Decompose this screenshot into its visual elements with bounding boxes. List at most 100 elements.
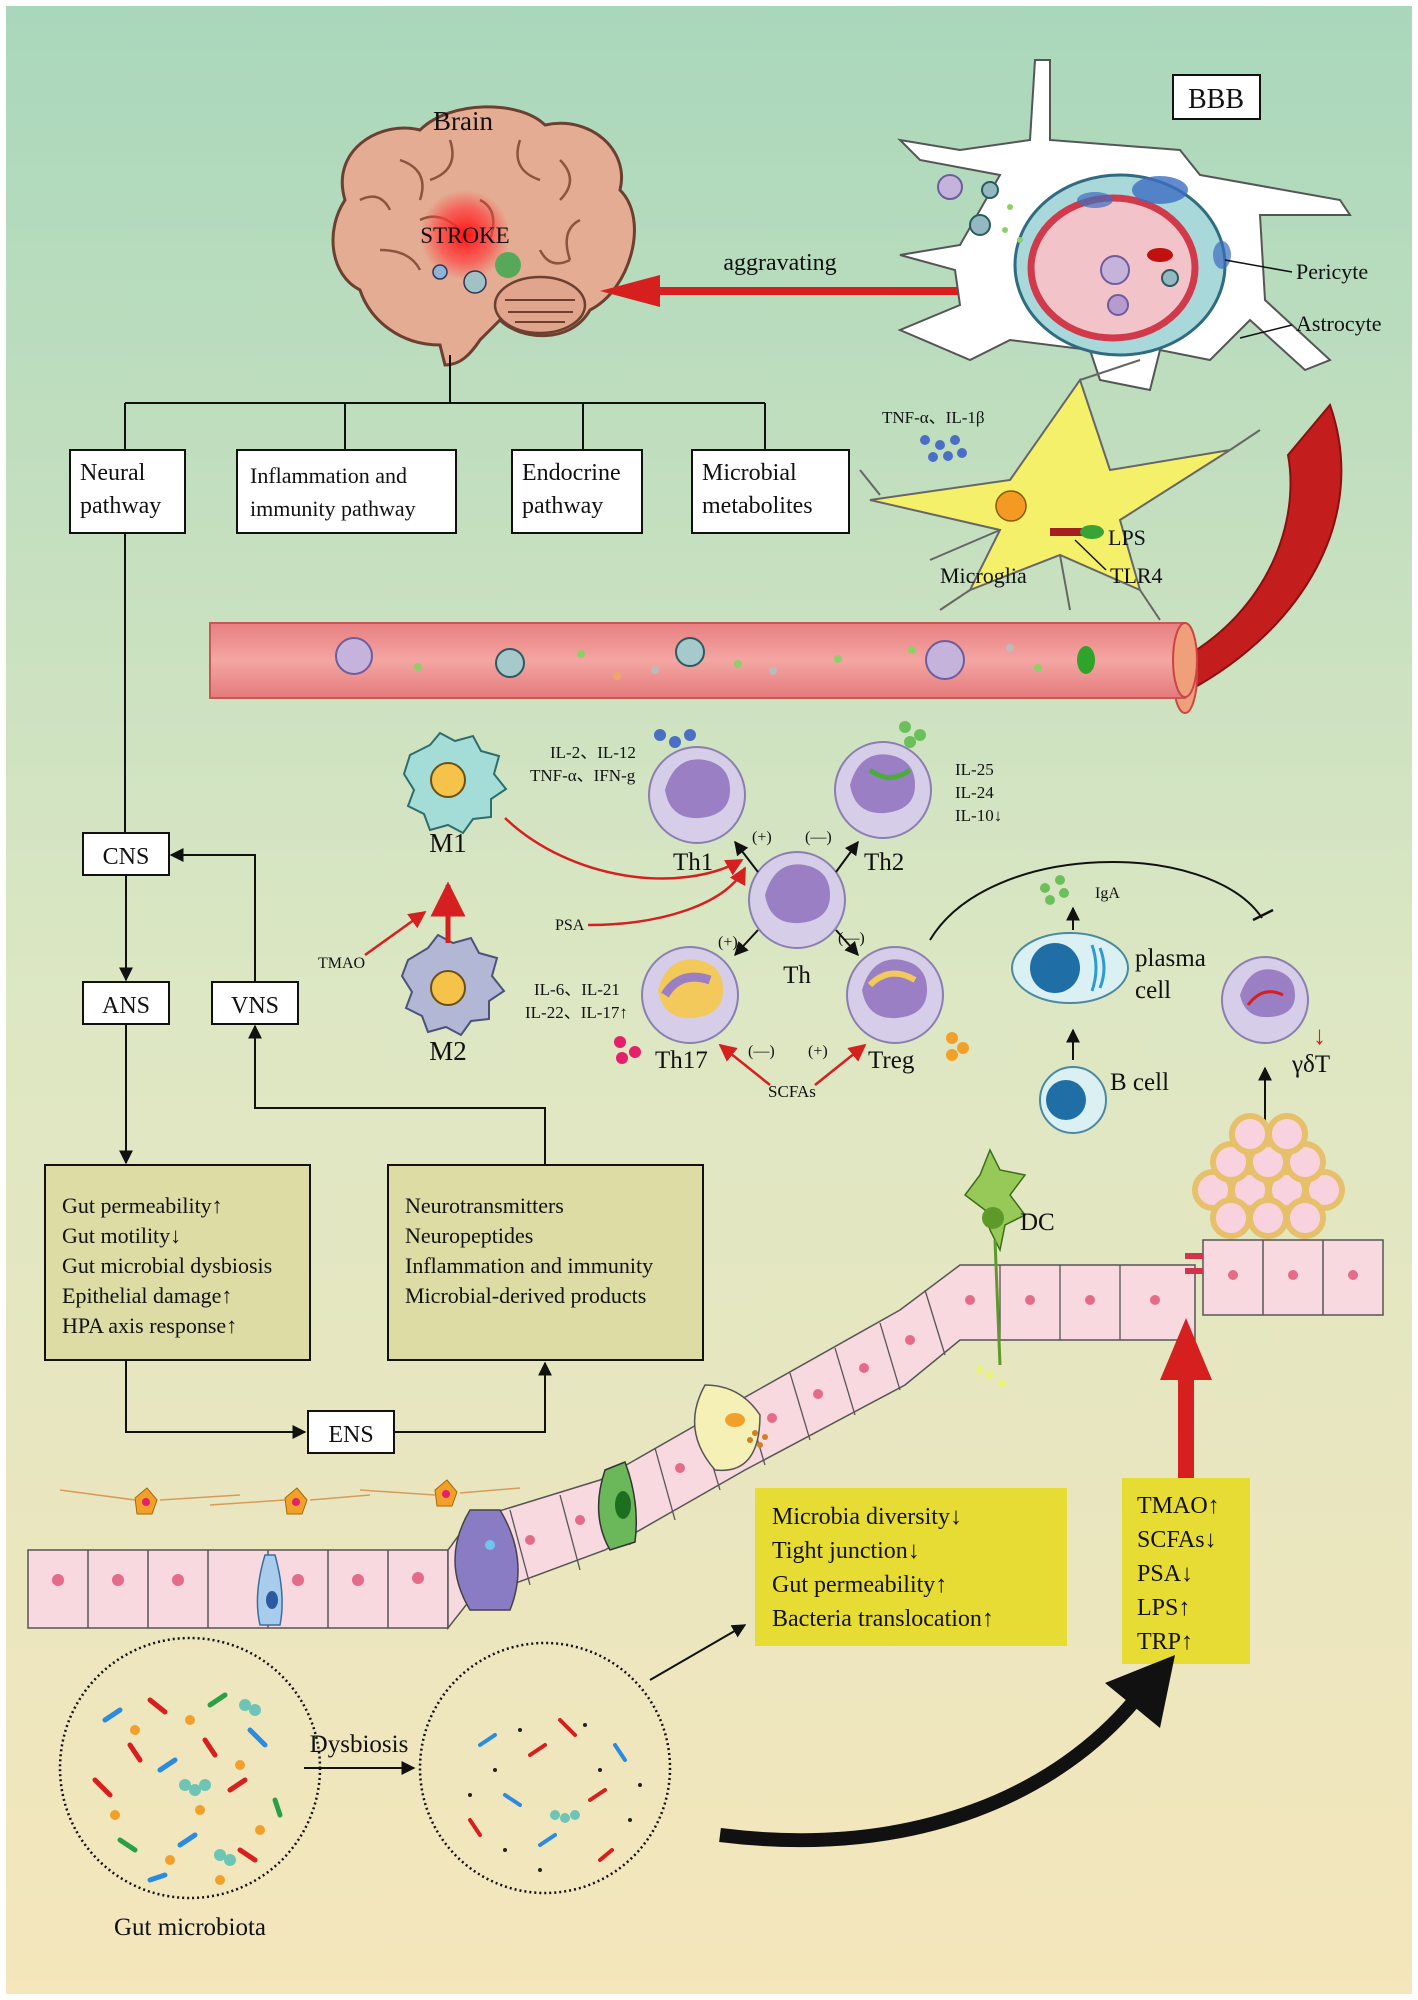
endocrine-pathway-line2: pathway <box>522 493 603 519</box>
m1-label: M1 <box>429 828 467 858</box>
scfas-to-th17-arrow <box>718 1043 771 1086</box>
ans-box <box>82 981 170 1025</box>
plasma-cell-line1: plasma <box>1135 945 1206 972</box>
th17-label: Th17 <box>655 1047 708 1074</box>
th-to-treg-arrow <box>835 929 859 957</box>
microglia-cell <box>859 359 1261 621</box>
metabolites-list: TMAO↑ SCFAs↓ PSA↓ LPS↑ TRP↑ <box>1137 1493 1220 1655</box>
gut-signal-3: Inflammation and immunity <box>405 1253 653 1278</box>
neural-pathway-line1: Neural <box>80 460 146 486</box>
th2-cytokine-1: IL-25 <box>955 760 994 779</box>
endocrine-pathway-box <box>511 449 643 534</box>
astrocyte-leader <box>1239 324 1293 339</box>
gut-signals-box <box>387 1164 704 1361</box>
gut-effect-4: Epithelial damage↑ <box>62 1283 232 1308</box>
th2-minus: (—) <box>805 829 832 846</box>
m1-to-th1-arrow <box>504 817 744 880</box>
scfas-label: SCFAs <box>768 1082 816 1101</box>
gut-epithelium <box>27 1148 1384 1631</box>
neural-pathway-box <box>69 449 186 534</box>
metabolite-2: SCFAs↓ <box>1137 1527 1217 1553</box>
treg-label: Treg <box>868 1047 915 1074</box>
microbial-metabolites-box <box>691 449 850 534</box>
dc-label: DC <box>1020 1209 1055 1236</box>
cns-label: CNS <box>103 844 150 870</box>
th1-plus: (+) <box>752 829 772 846</box>
gut-effects-list: Gut permeability↑ Gut motility↓ Gut micr… <box>62 1193 272 1338</box>
to-dysbiosis-effects-arrow <box>649 1624 747 1681</box>
m1-macrophage <box>402 731 508 835</box>
plasma-cell <box>1011 875 1129 1004</box>
gut-signals-list: Neurotransmitters Neuropeptides Inflamma… <box>405 1193 653 1308</box>
metabolites-up-arrow <box>1160 1318 1212 1478</box>
effects-to-ens-arrow <box>125 1360 307 1439</box>
dysbiosis-effect-1: Microbia diversity↓ <box>772 1504 962 1530</box>
th1-label: Th1 <box>673 849 713 876</box>
tlr4-leader <box>1074 539 1107 571</box>
treg-minus: (—) <box>838 930 865 947</box>
psa-label: PSA <box>555 917 585 934</box>
bbb-label: BBB <box>1188 84 1244 115</box>
aggravating-arrow <box>600 275 960 307</box>
gdt-label: γδT <box>1291 1051 1330 1078</box>
th17-cytokines-line2: IL-22、IL-17↑ <box>525 1003 628 1022</box>
endocrine-pathway-line1: Endocrine <box>522 460 621 486</box>
th1-cell <box>648 729 746 844</box>
b-cell-label: B cell <box>1110 1069 1169 1096</box>
th17-cytokines-line1: IL-6、IL-21 <box>534 980 620 999</box>
metabolite-5: TRP↑ <box>1137 1629 1193 1655</box>
signals-to-vns-arrow <box>248 1024 546 1165</box>
metabolite-3: PSA↓ <box>1137 1561 1193 1587</box>
plasma-cell-line2: cell <box>1135 977 1171 1004</box>
neural-pathway-line2: pathway <box>80 493 161 519</box>
psa-to-th1-arrow <box>587 866 747 927</box>
vns-to-cns-arrow <box>169 848 256 982</box>
ens-to-signals-arrow <box>394 1361 552 1433</box>
ans-label: ANS <box>102 993 150 1019</box>
inflammation-pathway-line2: immunity pathway <box>250 496 416 521</box>
peyer-patch <box>1192 1113 1345 1239</box>
dysbiotic-microbiota <box>418 1641 672 1895</box>
tlr4-label: TLR4 <box>1110 563 1163 588</box>
treg-inhibits-gdt <box>929 861 1263 941</box>
th-label: Th <box>783 962 811 989</box>
m2-macrophage <box>400 933 506 1037</box>
th-to-th2-arrow <box>835 840 859 873</box>
b-cell <box>1039 1066 1107 1134</box>
gut-microbiota-label: Gut microbiota <box>114 1914 266 1941</box>
th17-plus: (+) <box>718 934 738 951</box>
microbial-metabolites-line1: Microbial <box>702 460 797 486</box>
aggravating-label: aggravating <box>723 250 836 276</box>
vns-box <box>211 981 299 1025</box>
scfas-to-treg-arrow <box>814 1043 867 1086</box>
inhibition-bar <box>1252 908 1274 922</box>
metabolite-4: LPS↑ <box>1137 1595 1190 1621</box>
brain-title: Brain <box>433 106 493 136</box>
curved-arrow-head <box>1105 1655 1175 1728</box>
dysbiosis-effect-3: Gut permeability↑ <box>772 1572 947 1598</box>
bbb-box <box>1172 74 1261 120</box>
cns-box <box>82 832 170 876</box>
th2-cell <box>834 721 932 839</box>
lps-label: LPS <box>1108 525 1146 550</box>
gdt-down: ↓ <box>1313 1021 1326 1050</box>
dysbiosis-effect-4: Bacteria translocation↑ <box>772 1606 994 1632</box>
ens-label: ENS <box>328 1422 373 1448</box>
gut-signal-1: Neurotransmitters <box>405 1193 564 1218</box>
bbb-illustration <box>897 59 1352 392</box>
m2-label: M2 <box>429 1036 467 1066</box>
metabolite-1: TMAO↑ <box>1137 1493 1220 1519</box>
th-to-th1-arrow <box>734 840 759 873</box>
treg-plus: (+) <box>808 1043 828 1060</box>
inflammation-pathway-line1: Inflammation and <box>250 463 407 488</box>
microglia-label: Microglia <box>940 563 1027 588</box>
dysbiosis-effects-list: Microbia diversity↓ Tight junction↓ Gut … <box>772 1504 994 1632</box>
th2-label: Th2 <box>864 849 904 876</box>
vns-label: VNS <box>231 993 279 1019</box>
th17-minus: (—) <box>748 1043 775 1060</box>
dysbiosis-effects-box <box>755 1488 1067 1646</box>
ens-box <box>307 1410 395 1454</box>
dysbiosis-label: Dysbiosis <box>310 1731 409 1758</box>
microbial-metabolites-line2: metabolites <box>702 493 813 519</box>
